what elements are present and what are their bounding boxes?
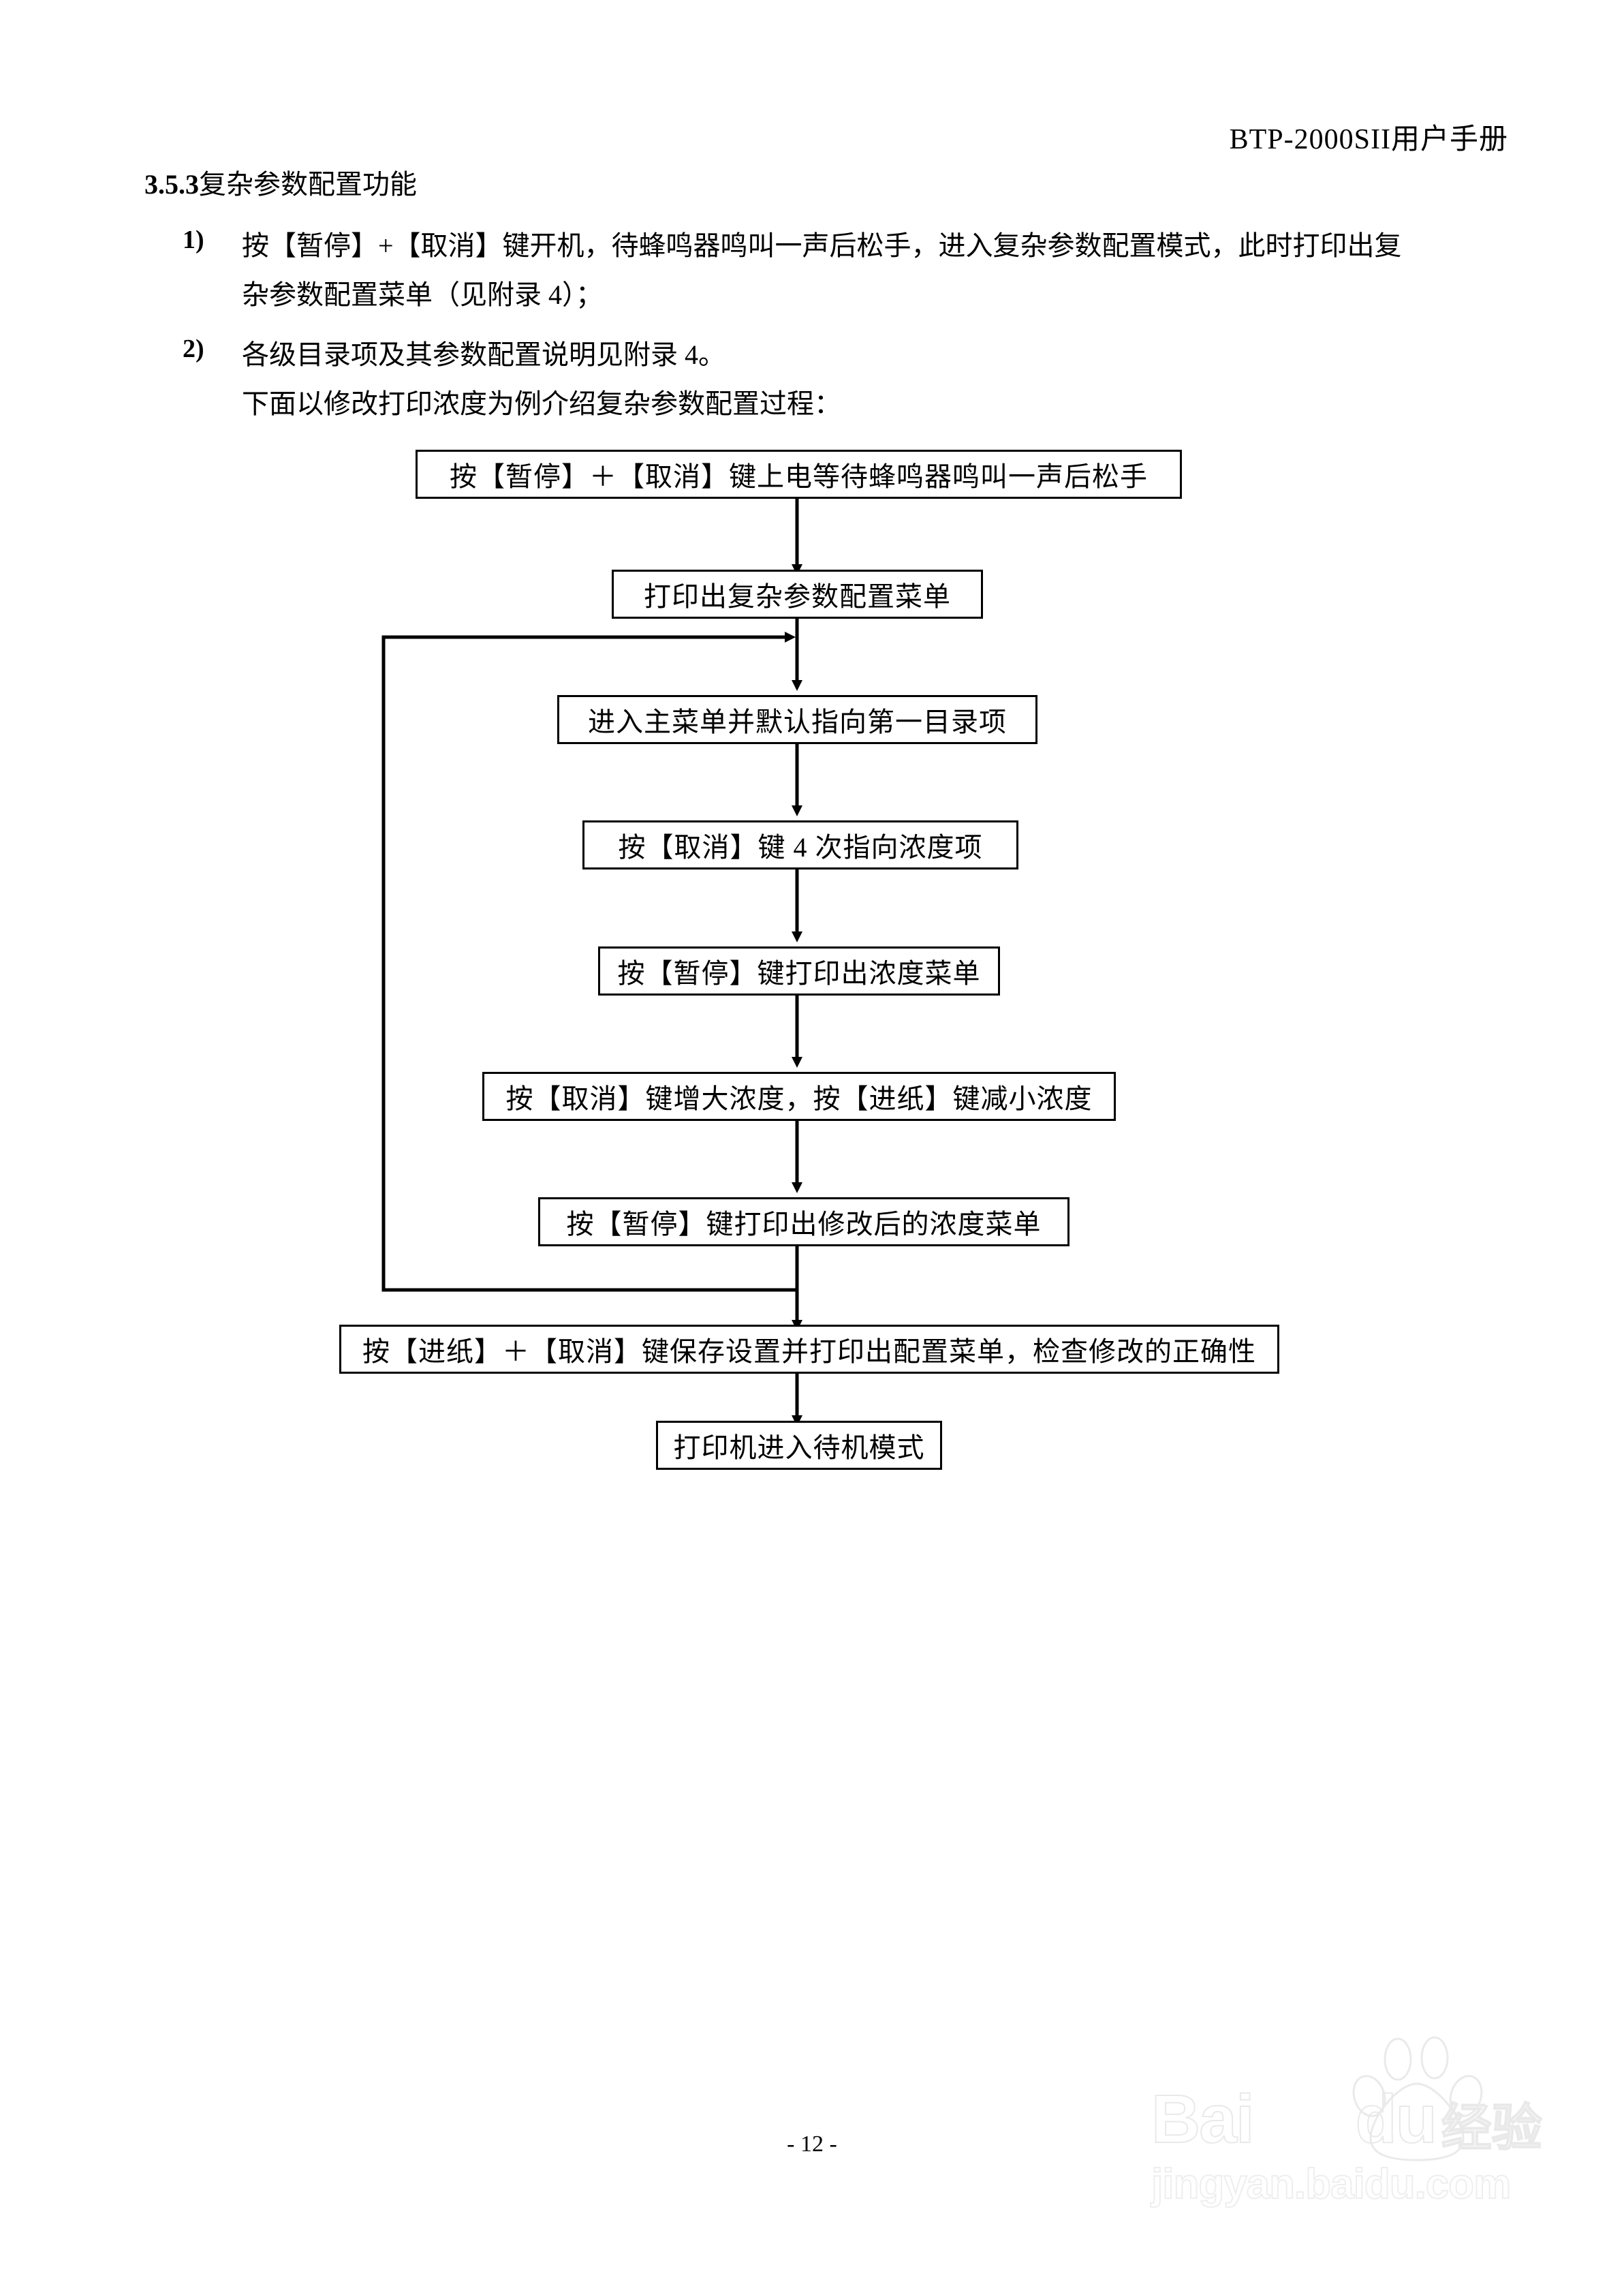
flow-node-n6-label: 按【取消】键增大浓度，按【进纸】键减小浓度: [505, 1083, 1093, 1114]
intro-text: 下面以修改打印浓度为例介绍复杂参数配置过程：: [242, 388, 841, 419]
flow-node-n7-label: 按【暂停】键打印出修改后的浓度菜单: [566, 1209, 1042, 1239]
list-item-1-line-1: 按【暂停】+【取消】键开机，待蜂鸣器鸣叫一声后松手，进入复杂参数配置模式，此时打…: [242, 230, 1402, 261]
list-marker-2: 2): [183, 335, 204, 363]
section-number: 3.5.3: [144, 169, 199, 200]
section-title: 复杂参数配置功能: [199, 169, 417, 200]
footer-page-number: - 12 -: [787, 2131, 837, 2157]
baidu-watermark: Bai du 经验 jingyan.baidu.com: [1151, 2031, 1574, 2208]
flow-node-n2[interactable]: 打印出复杂参数配置菜单: [612, 570, 983, 619]
running-header: BTP-2000SII用户手册: [1229, 124, 1508, 155]
flow-node-n8-label: 按【进纸】＋【取消】键保存设置并打印出配置菜单，检查修改的正确性: [362, 1336, 1256, 1367]
baidu-watermark-url: jingyan.baidu.com: [1151, 2160, 1512, 2208]
flow-node-n1-label: 按【暂停】＋【取消】键上电等待蜂鸣器鸣叫一声后松手: [450, 461, 1148, 492]
flow-node-n3-label: 进入主菜单并默认指向第一目录项: [588, 707, 1007, 737]
flow-node-n4-label: 按【取消】键 4 次指向浓度项: [618, 832, 983, 863]
flow-node-n7[interactable]: 按【暂停】键打印出修改后的浓度菜单: [538, 1197, 1069, 1246]
flow-node-n5[interactable]: 按【暂停】键打印出浓度菜单: [598, 946, 1000, 996]
list-item-1-line-2: 杂参数配置菜单（见附录 4）；: [242, 279, 603, 310]
flow-node-n4[interactable]: 按【取消】键 4 次指向浓度项: [582, 820, 1018, 869]
page-title: 3.5.3复杂参数配置功能: [144, 162, 417, 202]
list-marker-1: 1): [183, 226, 204, 254]
flow-node-n9-label: 打印机进入待机模式: [673, 1432, 925, 1463]
flow-node-n5-label: 按【暂停】键打印出浓度菜单: [617, 958, 981, 989]
flow-node-n2-label: 打印出复杂参数配置菜单: [644, 581, 951, 612]
flow-node-n9[interactable]: 打印机进入待机模式: [656, 1421, 942, 1470]
flow-node-n1[interactable]: 按【暂停】＋【取消】键上电等待蜂鸣器鸣叫一声后松手: [416, 450, 1182, 499]
flow-node-n3[interactable]: 进入主菜单并默认指向第一目录项: [557, 695, 1037, 744]
flow-node-n8[interactable]: 按【进纸】＋【取消】键保存设置并打印出配置菜单，检查修改的正确性: [339, 1325, 1279, 1374]
list-item-2-line-1: 各级目录项及其参数配置说明见附录 4。: [242, 339, 725, 370]
flow-node-n6[interactable]: 按【取消】键增大浓度，按【进纸】键减小浓度: [482, 1072, 1116, 1121]
